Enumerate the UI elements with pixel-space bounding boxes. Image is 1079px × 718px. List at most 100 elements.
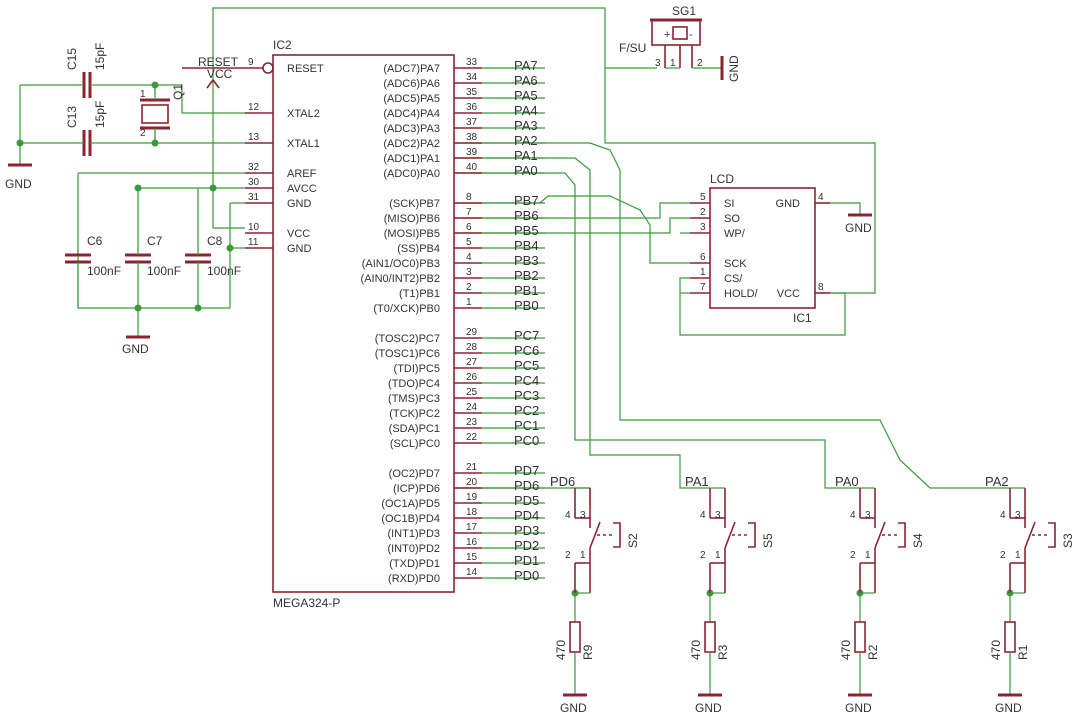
mcu-pin-name: GND	[287, 198, 312, 210]
switch-ref: S5	[761, 533, 775, 548]
mcu-pin-name: (ICP)PD6	[393, 483, 440, 495]
lcd-title: LCD	[710, 172, 734, 186]
gnd-symbol-left: GND	[5, 143, 32, 191]
mcu-pin-name: (TOSC1)PC6	[375, 348, 440, 360]
mcu-pin-number: 9	[248, 57, 254, 68]
net-label: PD6	[514, 478, 539, 493]
cap-c13: C13 15pF	[65, 101, 107, 156]
buzzer-pin3: 3	[655, 58, 661, 69]
gnd-label: GND	[695, 701, 722, 715]
c13-value: 15pF	[93, 101, 107, 128]
mcu-pin-name: (RXD)PD0	[388, 573, 440, 585]
mcu-pin-number: 30	[248, 177, 260, 188]
mcu-pin-name: (SS)PB4	[397, 243, 440, 255]
lcd-pin-name: GND	[776, 198, 801, 210]
lcd-pin-name: SO	[724, 213, 740, 225]
buzzer-plus: +	[664, 29, 670, 41]
switch-net-label: PA1	[685, 474, 709, 489]
gnd-lcd-label: GND	[845, 221, 872, 235]
switch-button-icon	[898, 522, 906, 548]
mcu-pin-number: 6	[466, 222, 472, 233]
resistor-body	[704, 621, 716, 653]
cap-c6: C6 100nF	[65, 234, 121, 280]
switch-pin-number: 4	[1000, 510, 1006, 521]
mcu-pin-name: (AIN0/INT2)PB2	[361, 273, 440, 285]
resistor-body	[1004, 621, 1016, 653]
reset-inverter-bubble	[262, 62, 274, 74]
lcd-pin-name: CS/	[724, 273, 743, 285]
net-label: PC1	[514, 418, 539, 433]
mcu-pin-name: (TDI)PC5	[394, 363, 440, 375]
net-label: PD7	[514, 463, 539, 478]
net-label: PD1	[514, 553, 539, 568]
mcu-pin-number: 35	[466, 87, 478, 98]
mcu-pin-name: (MOSI)PB5	[384, 228, 440, 240]
mcu-pin-number: 13	[248, 132, 260, 143]
junction-dots	[16, 81, 1014, 597]
lcd-pin-number: 1	[700, 267, 706, 278]
switch-actuator	[589, 521, 601, 549]
switch-button-icon	[748, 522, 756, 548]
mcu-pin-name: AREF	[287, 168, 317, 180]
mcu-pin-name: XTAL2	[287, 108, 320, 120]
resistor-value: 470	[689, 640, 703, 660]
c6-value: 100nF	[87, 264, 121, 278]
switch-pin-number: 1	[715, 550, 721, 561]
switch-net-label: PA2	[985, 474, 1009, 489]
cap-c15: C15 15pF	[65, 43, 107, 98]
mcu-pin-name: (T0/XCK)PB0	[373, 303, 440, 315]
mcu-pin-name: (TDO)PC4	[388, 378, 440, 390]
buzzer-ref: SG1	[672, 4, 696, 18]
lcd-ref: IC1	[793, 311, 812, 325]
c7-ref: C7	[147, 234, 163, 248]
net-label: PB0	[514, 298, 539, 313]
mcu-pin-name: (ADC5)PA5	[383, 93, 440, 105]
mcu-pin-number: 32	[248, 162, 260, 173]
mcu-pin-name: (TCK)PC2	[389, 408, 440, 420]
mcu-pin-name: (TMS)PC3	[388, 393, 440, 405]
mcu-pin-number: 14	[466, 567, 478, 578]
resistor-value: 470	[554, 640, 568, 660]
net-label: PC5	[514, 358, 539, 373]
switch-button-icon	[1048, 522, 1056, 548]
switch-pin-number: 4	[850, 510, 856, 521]
c15-ref: C15	[65, 48, 79, 70]
mcu-ic2: IC2 MEGA324-P 9RESET12XTAL213XTAL132AREF…	[182, 38, 545, 610]
mcu-pin-number: 2	[466, 282, 472, 293]
switch-pin-number: 2	[565, 550, 571, 561]
resistor-ref: R3	[716, 644, 730, 660]
switch-pin-number: 3	[580, 510, 586, 521]
cap-c8: C8 100nF	[185, 234, 241, 280]
mcu-value: MEGA324-P	[273, 596, 340, 610]
mcu-pin-number: 22	[466, 432, 478, 443]
net-label: PA6	[514, 73, 538, 88]
mcu-pin-number: 27	[466, 357, 478, 368]
mcu-pin-number: 3	[466, 267, 472, 278]
mcu-pin-number: 28	[466, 342, 478, 353]
net-label: PD0	[514, 568, 539, 583]
mcu-pin-number: 40	[466, 162, 478, 173]
mcu-pin-number: 15	[466, 552, 478, 563]
vcc-arrow-icon	[206, 78, 220, 89]
mcu-pin-name: (AIN1/OC0)PB3	[362, 258, 440, 270]
net-label: PC7	[514, 328, 539, 343]
mcu-pin-name: (OC1A)PD5	[381, 498, 440, 510]
mcu-pin-name: (SDA)PC1	[389, 423, 440, 435]
mcu-pin-name: (TXD)PD1	[389, 558, 440, 570]
switch-pin-number: 1	[580, 550, 586, 561]
mcu-pin-name: (TOSC2)PC7	[375, 333, 440, 345]
reset-net-label: RESET	[198, 55, 239, 69]
mcu-pin-number: 23	[466, 417, 478, 428]
mcu-pin-name: (ADC2)PA2	[383, 138, 440, 150]
mcu-pin-number: 33	[466, 57, 478, 68]
net-label: PD2	[514, 538, 539, 553]
switch-net-label: PA0	[835, 474, 859, 489]
resistor-ref: R1	[1016, 644, 1030, 660]
switch-net-label: PD6	[550, 474, 575, 489]
lcd-pin-number: 5	[700, 192, 706, 203]
